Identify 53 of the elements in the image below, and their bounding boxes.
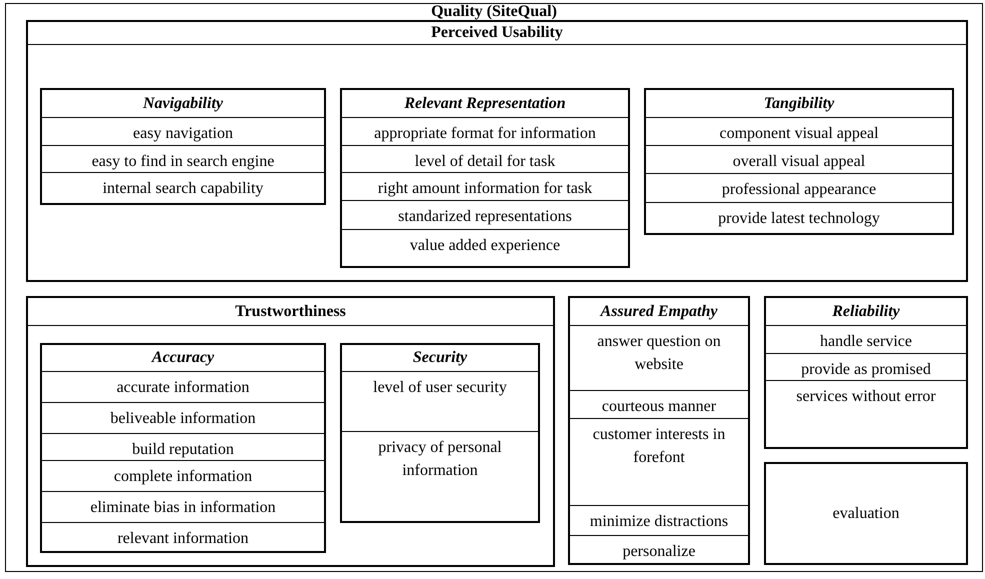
category-box [764, 462, 968, 565]
table-row [764, 353, 968, 380]
category-box [568, 296, 750, 565]
category-box [40, 88, 326, 205]
item-label: handle service [820, 333, 912, 350]
category-heading: Navigability [142, 94, 224, 114]
category-box [340, 343, 540, 523]
item-label: right amount information for task [378, 180, 592, 197]
item-label: appropriate format for information [374, 125, 596, 142]
category-box [40, 343, 326, 553]
category-box [26, 20, 968, 282]
category-box [644, 88, 954, 235]
item-label: component visual appeal [719, 125, 879, 142]
item-label: privacy of personal information [378, 439, 502, 479]
item-label: evaluation [832, 504, 900, 522]
item-label: easy navigation [133, 125, 233, 142]
item-label: minimize distractions [590, 513, 728, 530]
item-label: personalize [622, 543, 696, 560]
item-label: internal search capability [102, 180, 264, 197]
item-label: level of detail for task [414, 153, 556, 170]
category-heading: Relevant Representation [403, 94, 567, 114]
item-label: complete information [114, 468, 252, 485]
category-heading: Trustworthiness [28, 298, 553, 326]
category-heading: Reliability [831, 302, 901, 322]
item-label: customer interests in forefont [592, 426, 726, 466]
item-label: provide latest technology [718, 210, 880, 227]
category-box [5, 3, 983, 572]
category-heading: Perceived Usability [28, 22, 966, 45]
item-label: build reputation [132, 441, 234, 458]
item-label: provide as promised [801, 361, 931, 378]
category-heading: Tangibility [762, 94, 836, 114]
item-label: value added experience [410, 237, 560, 254]
item-label: easy to find in search engine [92, 153, 274, 170]
table-row [40, 145, 326, 172]
item-label: eliminate bias in information [90, 499, 276, 516]
item-label: courteous manner [602, 398, 716, 415]
item-label: professional appearance [722, 181, 876, 198]
item-label: overall visual appeal [732, 153, 866, 170]
item-label: answer question on website [597, 333, 721, 373]
category-box [764, 296, 968, 449]
category-box [26, 296, 555, 567]
category-heading: Accuracy [150, 348, 216, 368]
category-heading: Security [412, 348, 468, 368]
item-label: level of user security [373, 379, 507, 396]
item-label: standarized representations [398, 208, 572, 225]
table-row [40, 433, 326, 460]
category-box [340, 88, 630, 268]
category-heading: Quality (SiteQual) [430, 4, 558, 20]
category-heading: Assured Empathy [598, 302, 718, 322]
item-label: relevant information [117, 530, 249, 547]
item-label: accurate information [116, 379, 250, 396]
item-label: services without error [796, 388, 936, 405]
item-label: beliveable information [110, 410, 256, 427]
